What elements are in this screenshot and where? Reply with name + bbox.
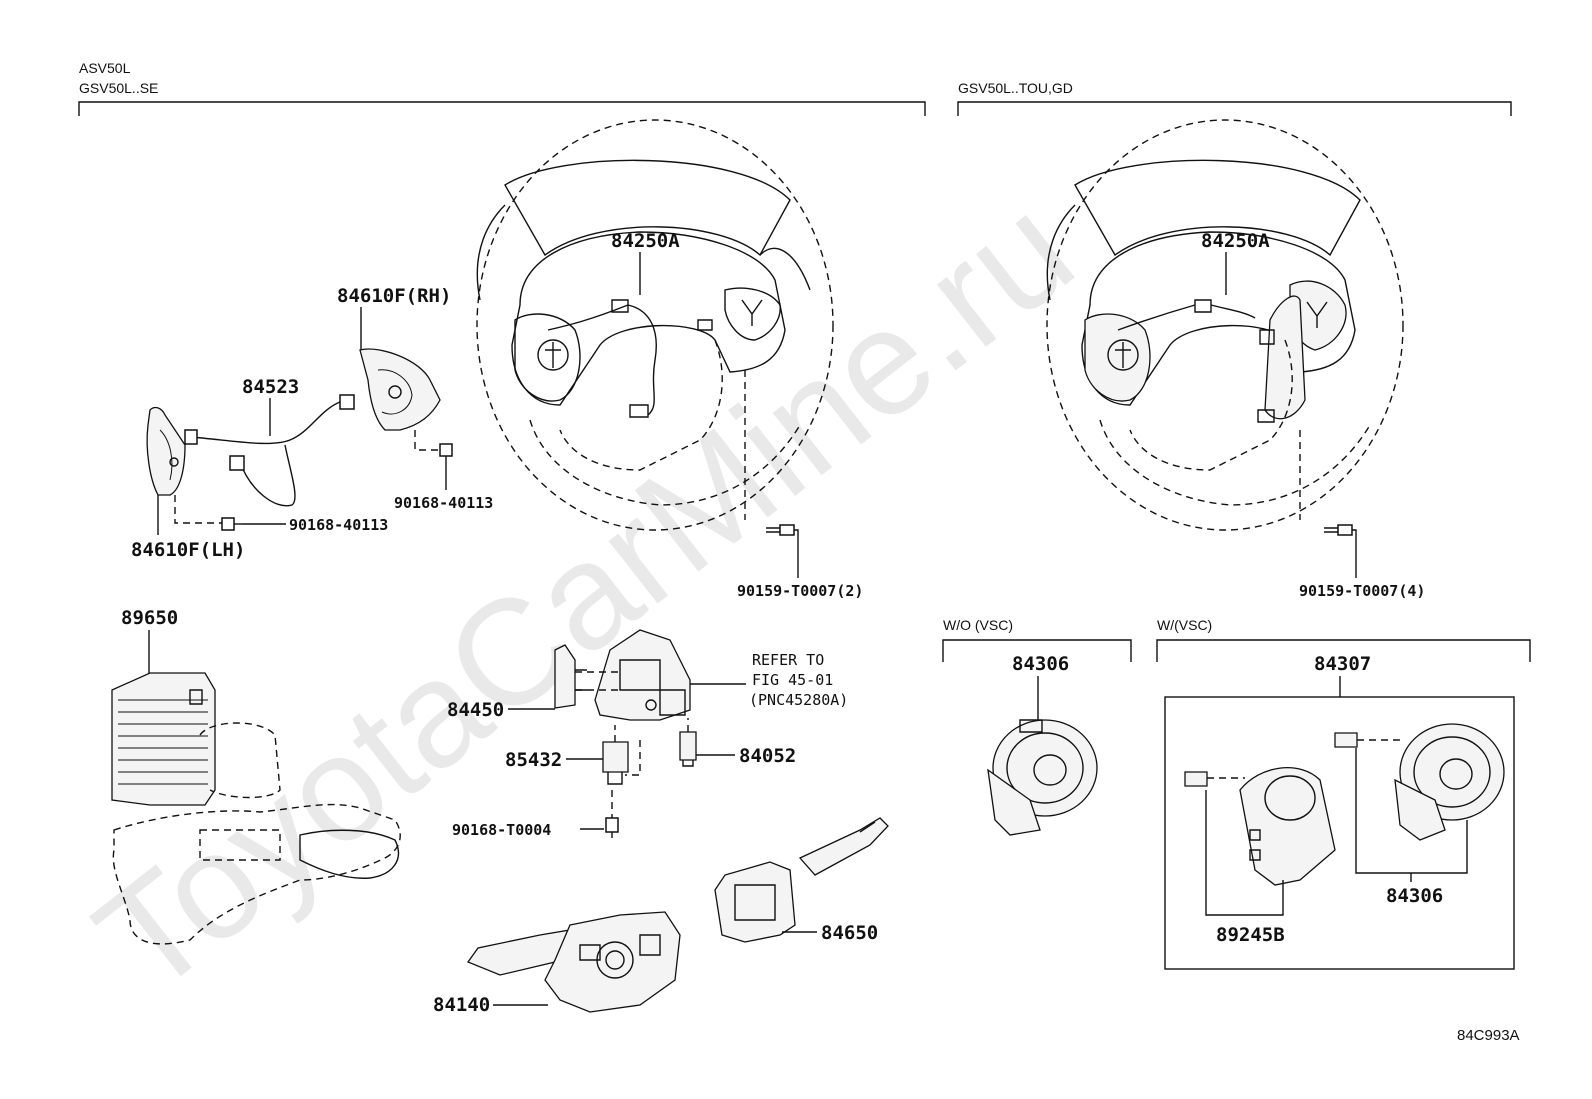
sensor-84052 bbox=[679, 731, 697, 767]
label-90168-t0004: 90168-T0004 bbox=[452, 821, 551, 839]
label-90159-t0007-2: 90159-T0007(2) bbox=[737, 582, 863, 600]
bolt-90159-t0007-left bbox=[766, 524, 795, 536]
switch-84610f-rh bbox=[359, 348, 441, 431]
bolt-90159-t0007-right bbox=[1324, 524, 1353, 536]
watermark: ToyotaCarMine.ru bbox=[66, 164, 1102, 1025]
label-90159-t0007-4: 90159-T0007(4) bbox=[1299, 582, 1425, 600]
section-label-w-vsc: W/(VSC) bbox=[1157, 617, 1212, 633]
steering-column bbox=[112, 803, 401, 945]
label-84610f-lh: 84610F(LH) bbox=[131, 539, 245, 561]
refer-line-3: (PNC45280A) bbox=[749, 691, 848, 709]
spiral-cable-84306-w-vsc bbox=[1334, 723, 1505, 841]
switch-84610f-lh bbox=[146, 406, 186, 496]
label-84450: 84450 bbox=[447, 699, 504, 721]
section-label-gsv50l-se: GSV50L..SE bbox=[79, 80, 158, 96]
screw-90168-40113-upper bbox=[439, 443, 453, 464]
label-90168-40113-upper: 90168-40113 bbox=[394, 494, 493, 512]
screw-90168-t0004 bbox=[605, 817, 619, 838]
steering-sensor-89245b bbox=[1184, 767, 1336, 886]
bracket-assembly bbox=[594, 629, 691, 721]
label-84250a-right: 84250A bbox=[1201, 230, 1270, 252]
spiral-cable-84306-wo-vsc bbox=[987, 719, 1098, 836]
label-84306-w-vsc: 84306 bbox=[1386, 885, 1443, 907]
label-89245b: 89245B bbox=[1216, 924, 1285, 946]
combination-switch-84650 bbox=[714, 817, 889, 943]
screw-90168-40113-lower bbox=[221, 517, 242, 531]
label-84650: 84650 bbox=[821, 922, 878, 944]
section-bracket-wo-vsc bbox=[942, 639, 1132, 662]
ecu-89650 bbox=[111, 672, 281, 806]
label-90168-40113-lower: 90168-40113 bbox=[289, 516, 388, 534]
refer-line-1: REFER TO bbox=[752, 651, 824, 669]
figure-code: 84C993A bbox=[1457, 1027, 1520, 1044]
section-bracket-w-vsc bbox=[1156, 639, 1531, 662]
steering-wheel-right bbox=[1046, 119, 1404, 531]
steering-wheel-left bbox=[476, 119, 834, 531]
section-label-asv50l: ASV50L bbox=[79, 60, 131, 76]
label-84052: 84052 bbox=[739, 745, 796, 767]
section-bracket-left bbox=[78, 101, 926, 116]
section-label-wo-vsc: W/O (VSC) bbox=[943, 617, 1013, 633]
switch-85432 bbox=[602, 741, 629, 785]
label-84523: 84523 bbox=[242, 376, 299, 398]
wire-harness-84523 bbox=[184, 394, 355, 507]
section-bracket-right bbox=[957, 101, 1512, 116]
assembly-box-84307 bbox=[1164, 696, 1515, 970]
label-89650: 89650 bbox=[121, 607, 178, 629]
label-84307: 84307 bbox=[1314, 653, 1371, 675]
refer-line-2: FIG 45-01 bbox=[752, 671, 833, 689]
label-84306-wo-vsc: 84306 bbox=[1012, 653, 1069, 675]
section-label-gsv50l-tou-gd: GSV50L..TOU,GD bbox=[958, 80, 1073, 96]
combination-switch-84140 bbox=[466, 911, 681, 1013]
label-84250a-left: 84250A bbox=[611, 230, 680, 252]
label-84610f-rh: 84610F(RH) bbox=[337, 285, 451, 307]
label-85432: 85432 bbox=[505, 749, 562, 771]
label-84140: 84140 bbox=[433, 994, 490, 1016]
